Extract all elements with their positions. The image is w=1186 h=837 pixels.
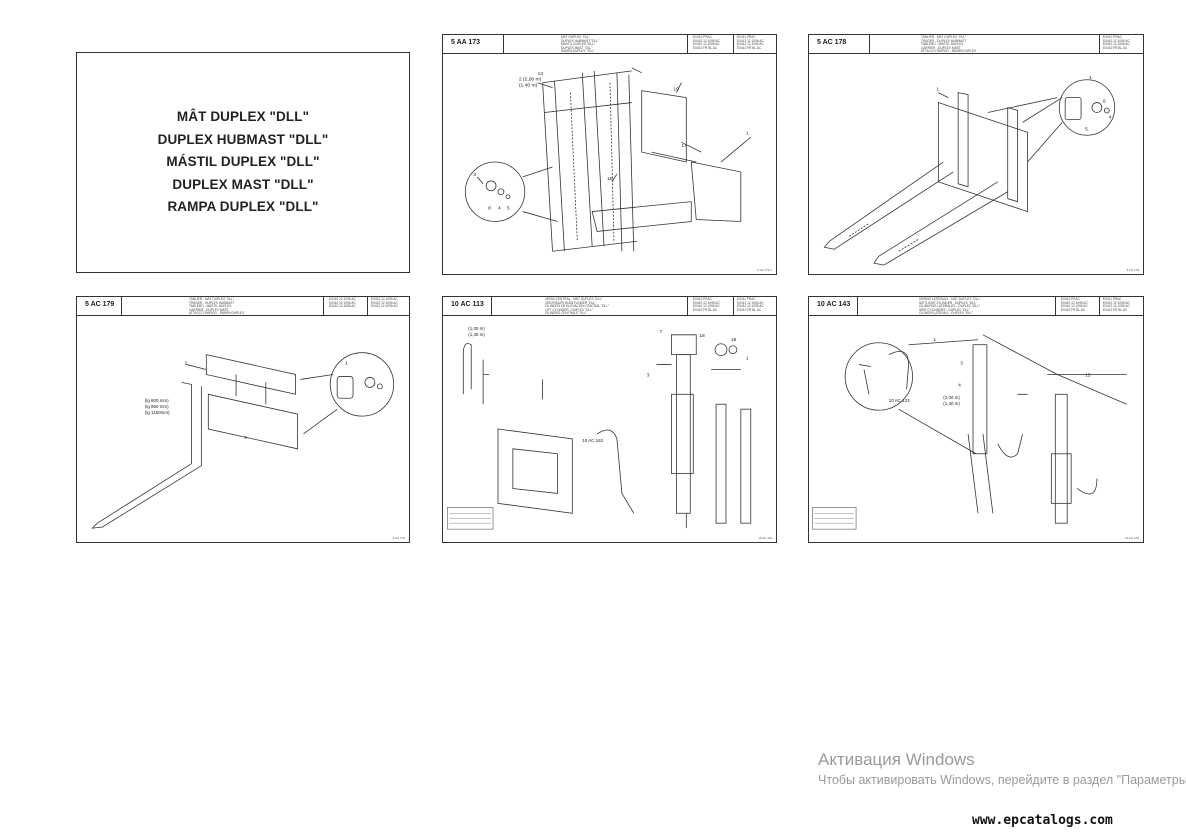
diagram-panel-lift-cylinder[interactable]: 10 AC 113 VERIN CENTRAL - MÂT DUPLEX "DL… — [442, 296, 777, 543]
svg-text:19: 19 — [731, 337, 737, 343]
svg-text:17: 17 — [681, 143, 687, 149]
svg-text:10: 10 — [673, 87, 679, 93]
svg-text:(lg 800 mm): (lg 800 mm) — [145, 398, 169, 403]
svg-text:10 AC 163: 10 AC 163 — [582, 438, 603, 443]
svg-text:8: 8 — [488, 206, 491, 212]
panel-description: MÂT DUPLEX "DLL"DUPLEX HUBMAST "DLL"MÁST… — [561, 35, 600, 54]
svg-text:5: 5 — [1085, 126, 1088, 132]
lift-cylinder-drawing: (1,00 m) (1,40 m) 10 AC 163 3 18 19 7 1 — [443, 315, 776, 542]
title-line-it: RAMPA DUPLEX "DLL" — [167, 199, 319, 215]
svg-text:1: 1 — [746, 356, 749, 362]
panel-header: 10 AC 113 VERIN CENTRAL - MÂT DUPLEX "DL… — [443, 297, 776, 316]
svg-text:(1,00 m): (1,00 m) — [468, 326, 485, 331]
panel-description: TABLIER - MÂT DUPLEX "DLL"TRÄGER - DUPLE… — [921, 35, 977, 54]
mast-drawing: 2 (2,00 m) (1,40 m) 14 10 1 15 17 3 8 4 … — [443, 53, 776, 274]
svg-text:(lg 1150mm): (lg 1150mm) — [145, 410, 170, 415]
svg-text:18: 18 — [699, 333, 705, 339]
svg-text:(1,40 m): (1,40 m) — [943, 401, 960, 406]
panel-header: 10 AC 143 VERINS LATÉRAUX - MÂT DUPLEX "… — [809, 297, 1143, 316]
diagram-panel-side-cylinders[interactable]: 10 AC 143 VERINS LATÉRAUX - MÂT DUPLEX "… — [808, 296, 1144, 543]
panel-code: 10 AC 143 — [817, 301, 851, 308]
svg-text:14: 14 — [538, 71, 544, 77]
windows-activation-subtitle: Чтобы активировать Windows, перейдите в … — [818, 773, 1186, 787]
svg-text:(1,40 m): (1,40 m) — [519, 83, 538, 89]
svg-text:(1,40 m): (1,40 m) — [468, 332, 485, 337]
svg-text:5: 5 — [507, 206, 510, 212]
svg-text:(lg 950 mm): (lg 950 mm) — [145, 404, 169, 409]
svg-text:6: 6 — [1103, 99, 1106, 105]
diagram-panel-mast[interactable]: 5 AA 173 MÂT DUPLEX "DLL"DUPLEX HUBMAST … — [442, 34, 777, 275]
svg-text:4: 4 — [1109, 114, 1112, 120]
panel-description: VERINS LATÉRAUX - MÂT DUPLEX "DLL"SEITLI… — [919, 297, 981, 316]
svg-text:1: 1 — [1089, 75, 1092, 81]
svg-text:15: 15 — [607, 176, 613, 182]
panel-description: VERIN CENTRAL - MÂT DUPLEX "DLL"ZENTRALE… — [545, 297, 610, 316]
panel-code: 10 AC 113 — [451, 301, 484, 308]
svg-text:7: 7 — [660, 329, 663, 335]
panel-header: 5 AA 173 MÂT DUPLEX "DLL"DUPLEX HUBMAST … — [443, 35, 776, 54]
carrier-drawing: 1 1 6 4 5 — [809, 53, 1143, 274]
svg-text:4: 4 — [958, 382, 961, 388]
svg-text:3: 3 — [473, 172, 476, 178]
panel-code: 5 AC 179 — [85, 301, 115, 308]
title-line-de: DUPLEX HUBMAST "DLL" — [157, 131, 329, 147]
title-line-en: DUPLEX MAST "DLL" — [172, 176, 314, 192]
title-line-es: MÁSTIL DUPLEX "DLL" — [166, 154, 320, 170]
title-panel: MÂT DUPLEX "DLL" DUPLEX HUBMAST "DLL" MÁ… — [76, 52, 410, 273]
site-watermark: www.epcatalogs.com — [972, 813, 1113, 828]
diagram-panel-fork[interactable]: 5 AC 179 TABLIER - MÂT DUPLEX "DLL"TRÄGE… — [76, 296, 410, 543]
diagram-panel-carrier[interactable]: 5 AC 178 TABLIER - MÂT DUPLEX "DLL"TRÄGE… — [808, 34, 1144, 275]
svg-text:2: 2 — [185, 361, 188, 367]
svg-text:1: 1 — [746, 130, 749, 136]
title-line-fr: MÂT DUPLEX "DLL" — [176, 109, 310, 125]
panel-code: 5 AA 173 — [451, 39, 481, 46]
svg-text:1: 1 — [933, 337, 936, 343]
fork-drawing: 2 1 3 (lg 800 mm) (lg 950 mm) (lg 1150mm… — [77, 315, 409, 542]
windows-activation-title: Активация Windows — [818, 750, 975, 769]
svg-text:4: 4 — [498, 206, 501, 212]
svg-text:2 (2,00 m): 2 (2,00 m) — [519, 77, 542, 83]
svg-text:3: 3 — [960, 361, 963, 367]
svg-text:3: 3 — [647, 372, 650, 378]
panel-header: 5 AC 178 TABLIER - MÂT DUPLEX "DLL"TRÄGE… — [809, 35, 1143, 54]
svg-text:3: 3 — [244, 435, 247, 441]
side-cylinders-drawing: 10 AC 133 1 3 4 15 (2,00 m) (1,40 m) — [809, 315, 1143, 542]
panel-header: 5 AC 179 TABLIER - MÂT DUPLEX "DLL"TRÄGE… — [77, 297, 409, 316]
svg-text:(2,00 m): (2,00 m) — [943, 395, 960, 400]
panel-code: 5 AC 178 — [817, 39, 847, 46]
panel-description: TABLIER - MÂT DUPLEX "DLL"TRÄGER - DUPLE… — [189, 297, 245, 316]
svg-text:15: 15 — [1085, 372, 1091, 378]
svg-text:1: 1 — [936, 87, 939, 93]
svg-text:1: 1 — [345, 361, 348, 367]
svg-text:10 AC 133: 10 AC 133 — [889, 398, 910, 403]
